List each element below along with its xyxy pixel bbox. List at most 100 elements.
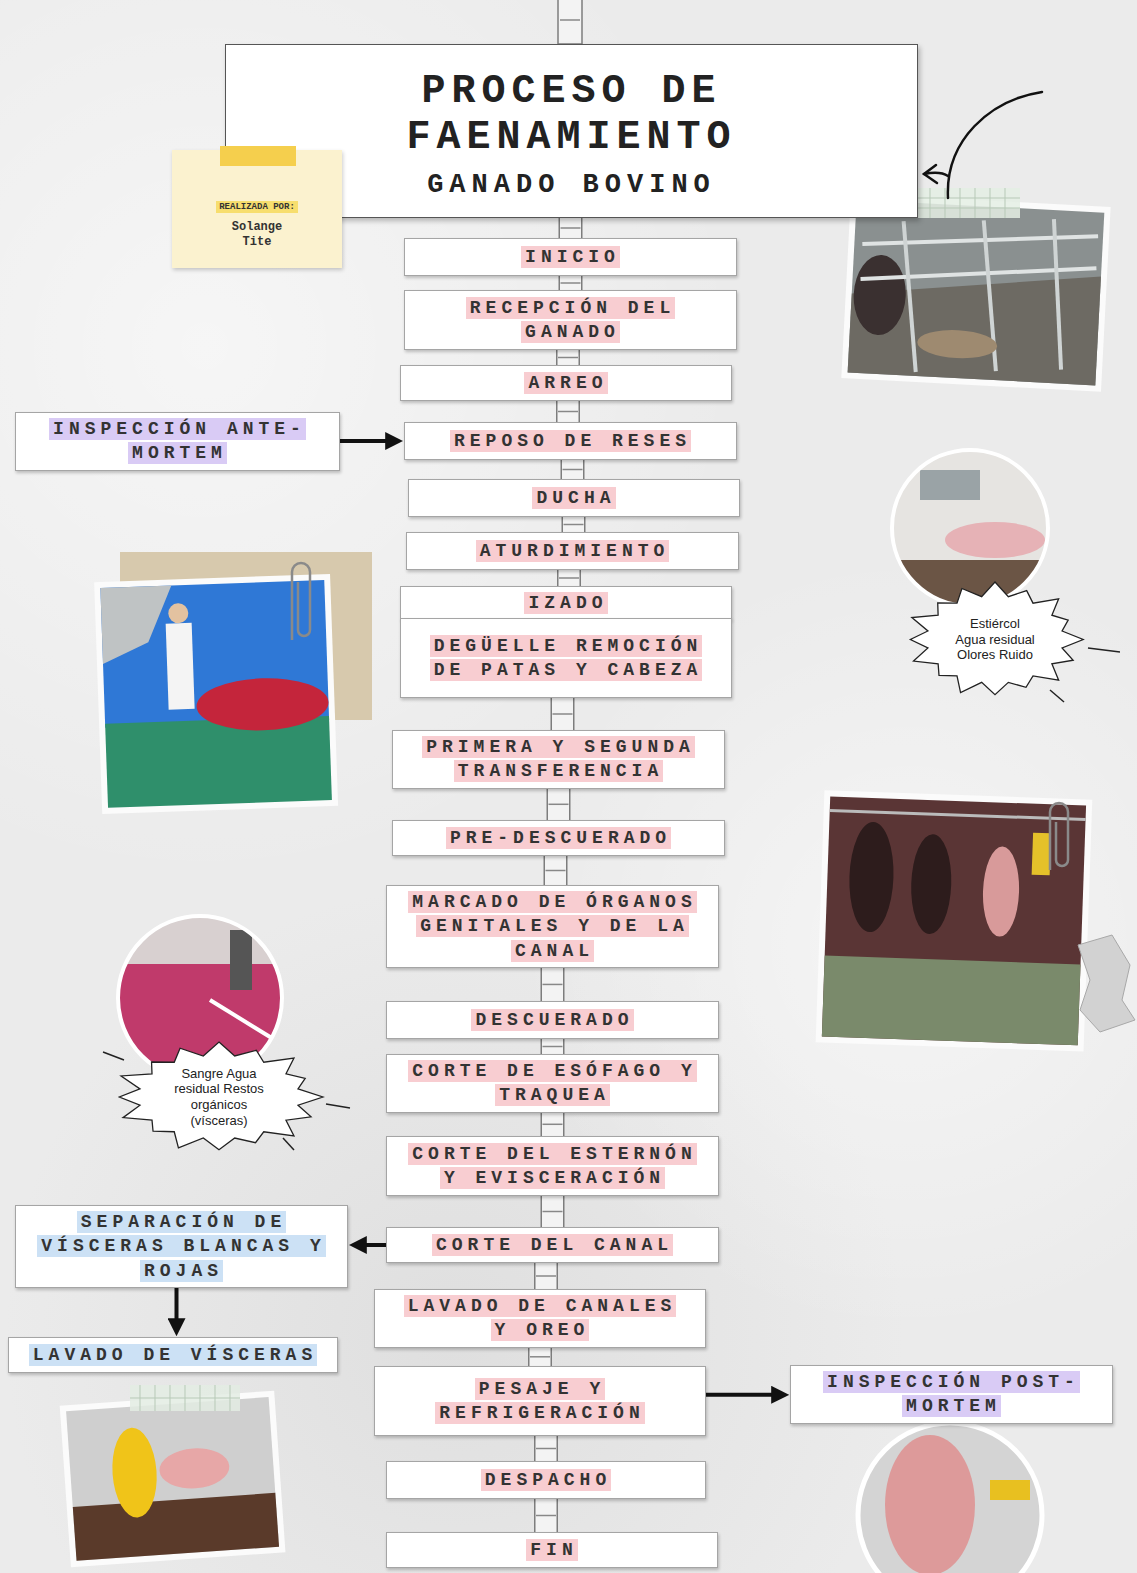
- paperclip: [292, 563, 310, 640]
- callout-text: Sangre Agua residual Restos orgánicos (v…: [174, 1066, 264, 1128]
- connector-bar: [561, 276, 581, 290]
- text-block: FIN: [526, 1538, 577, 1562]
- process-label: RECEPCIÓN DEL GANADO: [466, 297, 675, 343]
- text-block: REPOSO DE RESES: [450, 429, 691, 453]
- burst-flicks: [283, 1138, 294, 1150]
- photo-carcasses: [822, 797, 1086, 1046]
- photo-circle-inspection: [858, 1423, 1042, 1573]
- photo-corrals: [841, 193, 1110, 391]
- process-label: ATURDIMIENTO: [476, 540, 670, 562]
- process-box: IZADO: [400, 586, 732, 620]
- connector-bar: [563, 517, 584, 532]
- arrow-connector: [340, 441, 387, 442]
- connector-bar: [558, 357, 578, 359]
- photo-worker: [100, 585, 174, 663]
- process-box: LAVADO DE CANALES Y OREO: [374, 1289, 706, 1348]
- photo-viscera-wash: [60, 1391, 286, 1568]
- paperclip: [292, 563, 310, 640]
- photo-carcasses: [816, 790, 1093, 1051]
- text-block: GANADO BOVINO: [427, 169, 716, 201]
- process-box: CORTE DEL CANAL: [386, 1227, 719, 1263]
- connector-bar: [563, 469, 583, 471]
- connector-bar: [563, 460, 583, 479]
- callout-text: Estiércol Agua residual Olores Ruido: [955, 616, 1035, 662]
- side-process-label: LAVADO DE VÍSCERAS: [29, 1344, 317, 1366]
- connector-bar: [544, 856, 568, 885]
- photo-viscera-wash: [158, 1446, 231, 1491]
- connector-bar: [558, 350, 578, 365]
- process-box: PRIMERA Y SEGUNDA TRANSFERENCIA: [392, 730, 725, 789]
- process-box: CORTE DE ESÓFAGO Y TRAQUEA: [386, 1054, 719, 1113]
- photo-circle-blood: [210, 1000, 275, 1040]
- connector-bar: [557, 570, 581, 586]
- curved-arrow: [924, 92, 1042, 198]
- connector-bar: [560, 218, 581, 238]
- connector-bar: [553, 698, 573, 730]
- process-label: DESCUERADO: [471, 1009, 633, 1031]
- connector-bar: [536, 1275, 556, 1277]
- photo-worker: [94, 574, 338, 814]
- connector-bar: [542, 968, 563, 1001]
- text-block: DESPACHO: [481, 1468, 611, 1492]
- paperclip: [1050, 803, 1068, 870]
- text-block: CORTE DEL CANAL: [432, 1233, 673, 1257]
- connector-bar: [559, 218, 583, 238]
- connector-bar: [559, 570, 580, 586]
- sticky-note: REALIZADA POR:Solange Tite: [172, 150, 342, 268]
- connector-bar: [534, 1436, 558, 1461]
- connector-bar: [556, 350, 580, 365]
- tape: [905, 188, 1020, 218]
- inspection-box: INSPECCIÓN POST-MORTEM: [790, 1365, 1113, 1424]
- paperclip: [1050, 803, 1068, 870]
- process-label: ARREO: [524, 372, 607, 394]
- text-block: ATURDIMIENTO: [476, 539, 670, 563]
- connector-bar: [543, 1196, 563, 1227]
- connector-bar: [530, 1348, 550, 1366]
- process-label: REPOSO DE RESES: [450, 430, 691, 452]
- arrow-connector: [706, 1393, 773, 1397]
- connector-bar: [542, 1039, 563, 1054]
- connector-bar: [562, 517, 586, 532]
- callout-burst: Estiércol Agua residual Olores Ruido: [905, 582, 1085, 697]
- connector-bar: [536, 1499, 557, 1532]
- photo-corrals: [896, 221, 924, 372]
- connector-bar: [558, 401, 578, 422]
- burst-flicks: [1088, 648, 1120, 652]
- tape: [130, 1385, 240, 1411]
- connector-bar: [534, 1263, 558, 1289]
- crumpled-foil: [1078, 935, 1135, 1032]
- text-block: SEPARACIÓN DE VÍSCERAS BLANCAS Y ROJAS: [34, 1210, 330, 1283]
- photo-carcasses: [981, 846, 1020, 937]
- connector-bar: [534, 1499, 558, 1532]
- connector-bar: [536, 1263, 557, 1289]
- connector-bar: [564, 517, 584, 532]
- text-block: IZADO: [524, 591, 607, 615]
- connector-bar: [541, 1039, 565, 1054]
- tape: [905, 188, 1020, 218]
- text-block: ARREO: [524, 371, 607, 395]
- process-label: PESAJE Y REFRIGERACIÓN: [435, 1378, 644, 1424]
- photo-corrals: [861, 256, 1097, 291]
- process-label: IZADO: [524, 592, 607, 614]
- photo-corrals: [852, 254, 908, 337]
- photo-circle-hides: [892, 450, 1048, 606]
- connector-bar: [553, 713, 573, 715]
- text-block: DEGÜELLE REMOCIÓN DE PATAS Y CABEZA: [418, 634, 714, 683]
- process-label: INICIO: [521, 246, 620, 268]
- photo-worker: [94, 574, 338, 814]
- connector-bar: [564, 524, 584, 526]
- process-box: PESAJE Y REFRIGERACIÓN: [374, 1366, 706, 1436]
- connector-bar: [536, 1499, 556, 1532]
- process-box: DESPACHO: [386, 1461, 706, 1499]
- photo-circle-inspection: [885, 1435, 975, 1573]
- connector-bar: [561, 460, 585, 479]
- arrow-connector: [706, 1394, 773, 1395]
- burst-flicks: [326, 1104, 350, 1108]
- photo-carcasses: [848, 821, 896, 932]
- connector-bar: [542, 1113, 563, 1136]
- process-label: CORTE DEL CANAL: [432, 1234, 673, 1256]
- text-block: MARCADO DE ÓRGANOS GENITALES Y DE LA CAN…: [405, 890, 701, 963]
- connector-bar: [543, 1211, 563, 1213]
- arrow-connector: [176, 1288, 177, 1320]
- connector-bar: [559, 276, 583, 290]
